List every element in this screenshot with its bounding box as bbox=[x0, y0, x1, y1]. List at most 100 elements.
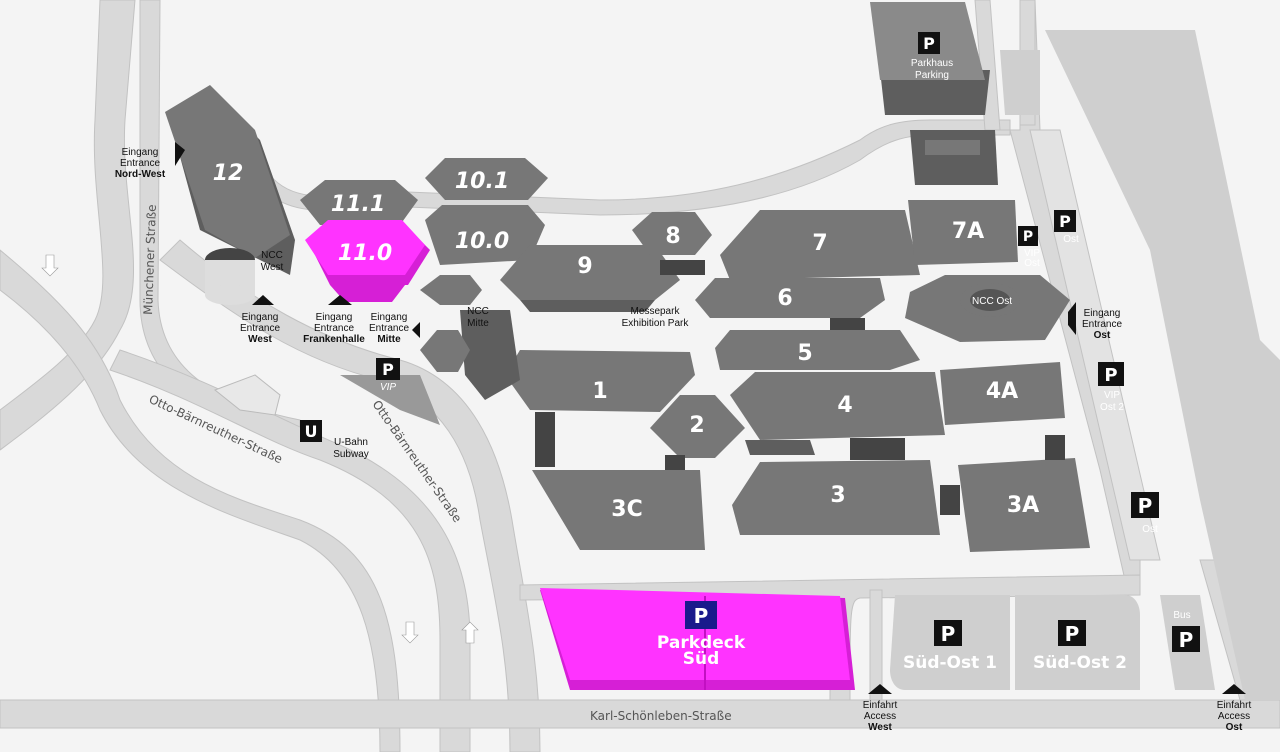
bus-p-icon bbox=[1172, 626, 1200, 652]
messepark-label-2: Exhibition Park bbox=[622, 318, 690, 329]
hall-5-label: 5 bbox=[797, 341, 812, 366]
arrow-ost-icon bbox=[1068, 302, 1076, 335]
street-karl: Karl-Schönleben-Straße bbox=[590, 709, 732, 723]
entrance-nordwest-1: Eingang bbox=[122, 147, 159, 158]
vip-ost-2-label-2: Ost 2 bbox=[1100, 402, 1124, 413]
access-west-3: West bbox=[868, 722, 892, 733]
hall-7a-label: 7A bbox=[952, 219, 984, 244]
parkdeck-label-2: Süd bbox=[683, 649, 720, 669]
road-arrows bbox=[41, 254, 479, 644]
hall-3a-label: 3A bbox=[1007, 493, 1039, 518]
access-west-1: Einfahrt bbox=[863, 700, 898, 711]
sued-ost-1-p-icon bbox=[934, 620, 962, 646]
hall-1-label: 1 bbox=[592, 379, 607, 404]
road-muenchener-loop bbox=[0, 0, 136, 451]
parkhaus-p-icon bbox=[918, 32, 940, 54]
vip-west-label: VIP bbox=[380, 382, 396, 393]
entrance-frankenhalle-3: Frankenhalle bbox=[303, 334, 365, 345]
svg-text:P: P bbox=[941, 622, 956, 646]
entrance-mitte-1: Eingang bbox=[371, 312, 408, 323]
hall-6-label: 6 bbox=[777, 286, 792, 311]
east-median bbox=[1029, 129, 1161, 561]
parkhaus-label-2: Parking bbox=[915, 70, 949, 81]
svg-text:P: P bbox=[1179, 628, 1194, 652]
entrance-ost-2: Entrance bbox=[1082, 319, 1122, 330]
svg-text:P: P bbox=[1138, 494, 1153, 518]
entrance-ost-3: Ost bbox=[1094, 330, 1111, 341]
arrow-mitte-icon bbox=[412, 322, 420, 338]
messepark-label-1: Messepark bbox=[631, 306, 681, 317]
arrow-access-ost-icon bbox=[1222, 684, 1246, 694]
ost-label: Ost bbox=[1142, 524, 1158, 535]
svg-text:P: P bbox=[1059, 212, 1071, 231]
hall-3-label: 3 bbox=[830, 483, 845, 508]
halls bbox=[165, 85, 1090, 552]
ncc-west-label-2: West bbox=[261, 262, 284, 273]
sued-ost-1-label: Süd-Ost 1 bbox=[903, 653, 997, 673]
access-ost-2: Access bbox=[1218, 711, 1250, 722]
svg-text:P: P bbox=[1065, 622, 1080, 646]
vip-ost-label-1: VIP bbox=[1024, 248, 1040, 259]
svg-text:P: P bbox=[694, 604, 709, 628]
sued-ost-2-p-icon bbox=[1058, 620, 1086, 646]
svg-text:P: P bbox=[923, 34, 935, 53]
ost-top-p-icon bbox=[1054, 210, 1076, 232]
ncc-mitte-label-1: NCC bbox=[467, 306, 489, 317]
sued-ost-2-label: Süd-Ost 2 bbox=[1033, 653, 1127, 673]
road-karl bbox=[0, 699, 1280, 729]
parkdeck-sued[interactable] bbox=[540, 588, 855, 690]
entrance-mitte-2: Entrance bbox=[369, 323, 409, 334]
vip-ost-label-2: Ost bbox=[1024, 258, 1040, 269]
parkdeck-p-icon bbox=[685, 601, 717, 629]
vip-west-lot bbox=[340, 375, 440, 425]
arrow-frankenhalle-icon bbox=[328, 295, 352, 305]
entrance-west-1: Eingang bbox=[242, 312, 279, 323]
ncc-ost-label: NCC Ost bbox=[972, 296, 1012, 307]
vip-ost-2-p-icon bbox=[1098, 362, 1124, 386]
hall-7-label: 7 bbox=[812, 231, 827, 256]
access-west-2: Access bbox=[864, 711, 896, 722]
hall-9-label: 9 bbox=[577, 254, 592, 279]
parkdeck-label-1: Parkdeck bbox=[657, 633, 746, 653]
hall-2-label: 2 bbox=[689, 413, 704, 438]
access-ost-3: Ost bbox=[1226, 722, 1243, 733]
entrance-nordwest-2: Entrance bbox=[120, 158, 160, 169]
entrance-nordwest-3: Nord-West bbox=[115, 169, 166, 180]
svg-text:P: P bbox=[1023, 229, 1033, 245]
entrance-mitte-3: Mitte bbox=[377, 334, 401, 345]
hall-8-label: 8 bbox=[665, 224, 680, 249]
ncc-labels: NCC West NCC Mitte NCC Ost Messepark Exh… bbox=[261, 250, 1013, 329]
entrance-frankenhalle-1: Eingang bbox=[316, 312, 353, 323]
svg-text:U: U bbox=[305, 422, 318, 441]
ncc-west-label-1: NCC bbox=[261, 250, 283, 261]
arrow-nordwest-icon bbox=[175, 142, 185, 166]
svg-text:P: P bbox=[1104, 365, 1117, 386]
parkhaus-label-1: Parkhaus bbox=[911, 58, 953, 69]
ost-top-label: Ost bbox=[1063, 234, 1079, 245]
entrance-west-3: West bbox=[248, 334, 272, 345]
road-access-west bbox=[869, 589, 883, 701]
subway-label-1: U-Bahn bbox=[334, 437, 368, 448]
entrance-west-2: Entrance bbox=[240, 323, 280, 334]
road-arrow-down-icon bbox=[41, 254, 59, 277]
road-otto1 bbox=[109, 349, 471, 752]
vip-west-p-icon bbox=[376, 358, 400, 380]
hall-labels: 12 11.1 11.0 10.1 10.0 9 8 7 7A 6 5 4 4A… bbox=[213, 161, 1039, 522]
subway-u-icon bbox=[300, 420, 322, 442]
hall-12-label: 12 bbox=[213, 161, 244, 186]
vip-ost-2-label-1: VIP bbox=[1104, 390, 1120, 401]
arrow-access-west-icon bbox=[868, 684, 892, 694]
street-muenchener: Münchener Straße bbox=[141, 204, 159, 315]
hall-10-0-label: 10.0 bbox=[455, 229, 509, 254]
parking-signs: P Parkhaus Parking P VIP P Parkdeck Süd … bbox=[340, 32, 1200, 673]
hall-3c-label: 3C bbox=[611, 497, 642, 522]
ncc-mitte-label-2: Mitte bbox=[467, 318, 489, 329]
entrance-ost-1: Eingang bbox=[1084, 308, 1121, 319]
bus-label: Bus bbox=[1173, 610, 1190, 621]
road-arrow-up-icon bbox=[461, 621, 479, 644]
hall-10-1-label: 10.1 bbox=[455, 169, 509, 194]
hall-11-0-label: 11.0 bbox=[338, 241, 392, 266]
entrances: Eingang Entrance Nord-West Eingang Entra… bbox=[115, 142, 1251, 733]
entrance-frankenhalle-2: Entrance bbox=[314, 323, 354, 334]
